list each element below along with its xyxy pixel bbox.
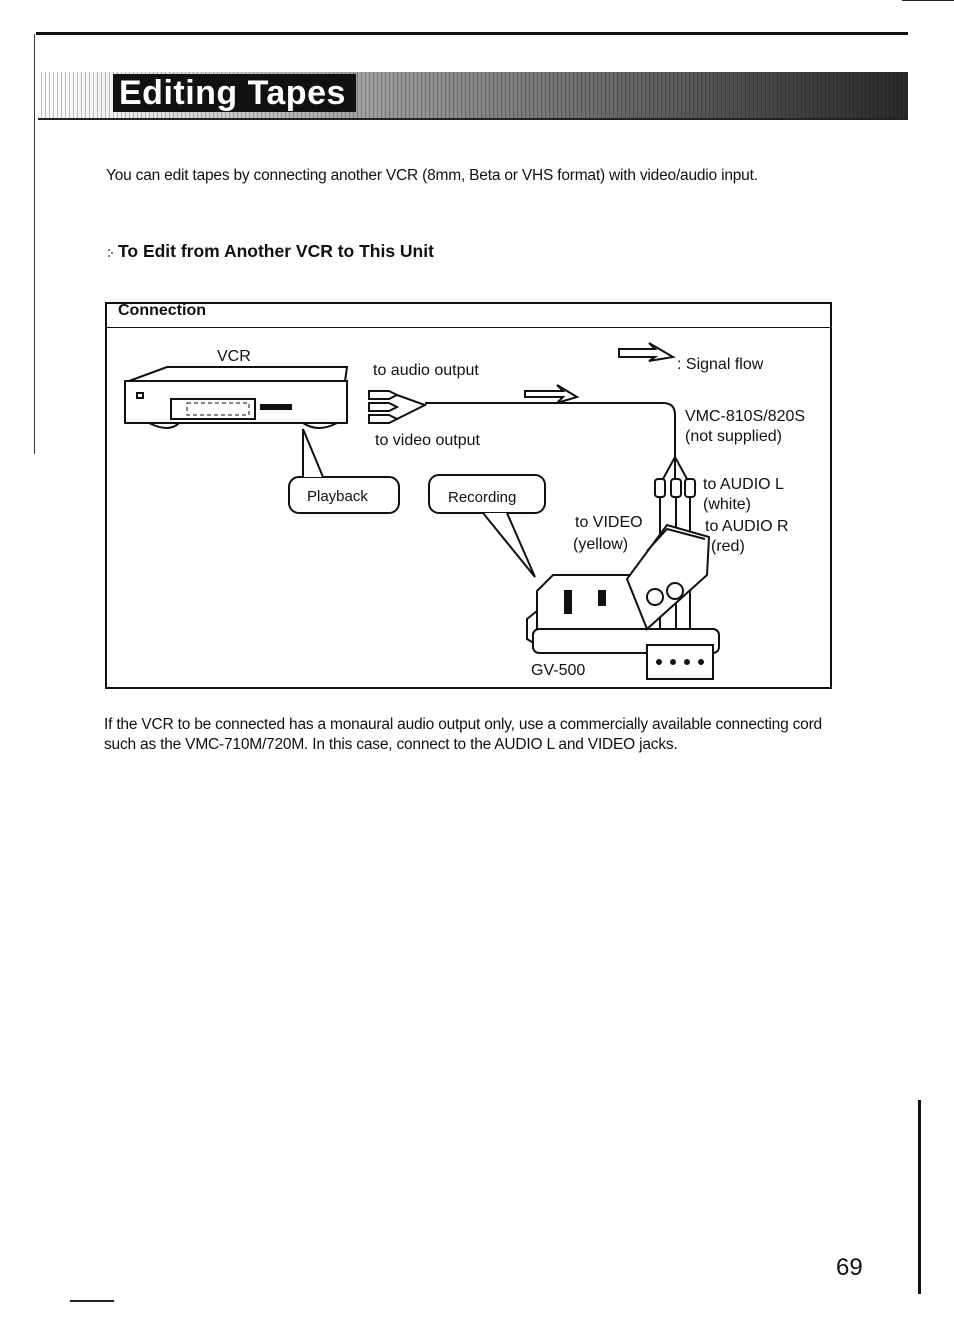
page-title: Editing Tapes [113, 74, 356, 112]
page-corner-mark [902, 0, 954, 1]
playback-callout [288, 428, 400, 514]
vcr-illustration [124, 366, 349, 429]
header-top-rule [36, 32, 908, 35]
audio-r-color-label: (red) [711, 538, 745, 555]
video-output-label: to video output [375, 432, 481, 449]
connection-diagram-box [105, 302, 832, 689]
cable [425, 402, 688, 480]
gv500-illustration [526, 523, 720, 680]
recording-callout [428, 474, 546, 578]
signal-flow-label: : Signal flow [677, 356, 764, 373]
intro-paragraph: You can edit tapes by connecting another… [106, 167, 758, 184]
audio-l-label: to AUDIO L [703, 476, 784, 493]
header-underline [38, 118, 908, 120]
signal-flow-arrow-icon [524, 384, 580, 404]
vcr-rca-plugs [368, 390, 428, 424]
footer-note: If the VCR to be connected has a monaura… [104, 716, 822, 753]
connection-diagram: VCR : Signal flow to audio output to vid… [124, 342, 805, 680]
audio-l-color-label: (white) [703, 496, 751, 513]
signal-flow-legend-icon [618, 342, 676, 362]
margin-line [34, 34, 35, 454]
audio-r-label: to AUDIO R [705, 518, 789, 535]
bottom-left-mark [70, 1300, 114, 1302]
connection-label: Connection [118, 302, 206, 319]
heading-marker-icon [108, 249, 113, 257]
cable-model-label: VMC-810S/820S [685, 408, 805, 425]
vcr-label: VCR [217, 348, 251, 365]
connection-header-rule [107, 327, 831, 328]
page-number: 69 [836, 1254, 863, 1281]
cable-note-label: (not supplied) [685, 428, 782, 445]
playback-label: Playback [307, 488, 368, 505]
recording-label: Recording [448, 489, 516, 506]
audio-output-label: to audio output [373, 362, 479, 379]
video-color-label: (yellow) [573, 536, 628, 553]
video-label: to VIDEO [575, 514, 643, 531]
unit-label: GV-500 [531, 662, 585, 679]
page-edge-bar [918, 1100, 921, 1294]
section-heading: To Edit from Another VCR to This Unit [118, 241, 434, 261]
